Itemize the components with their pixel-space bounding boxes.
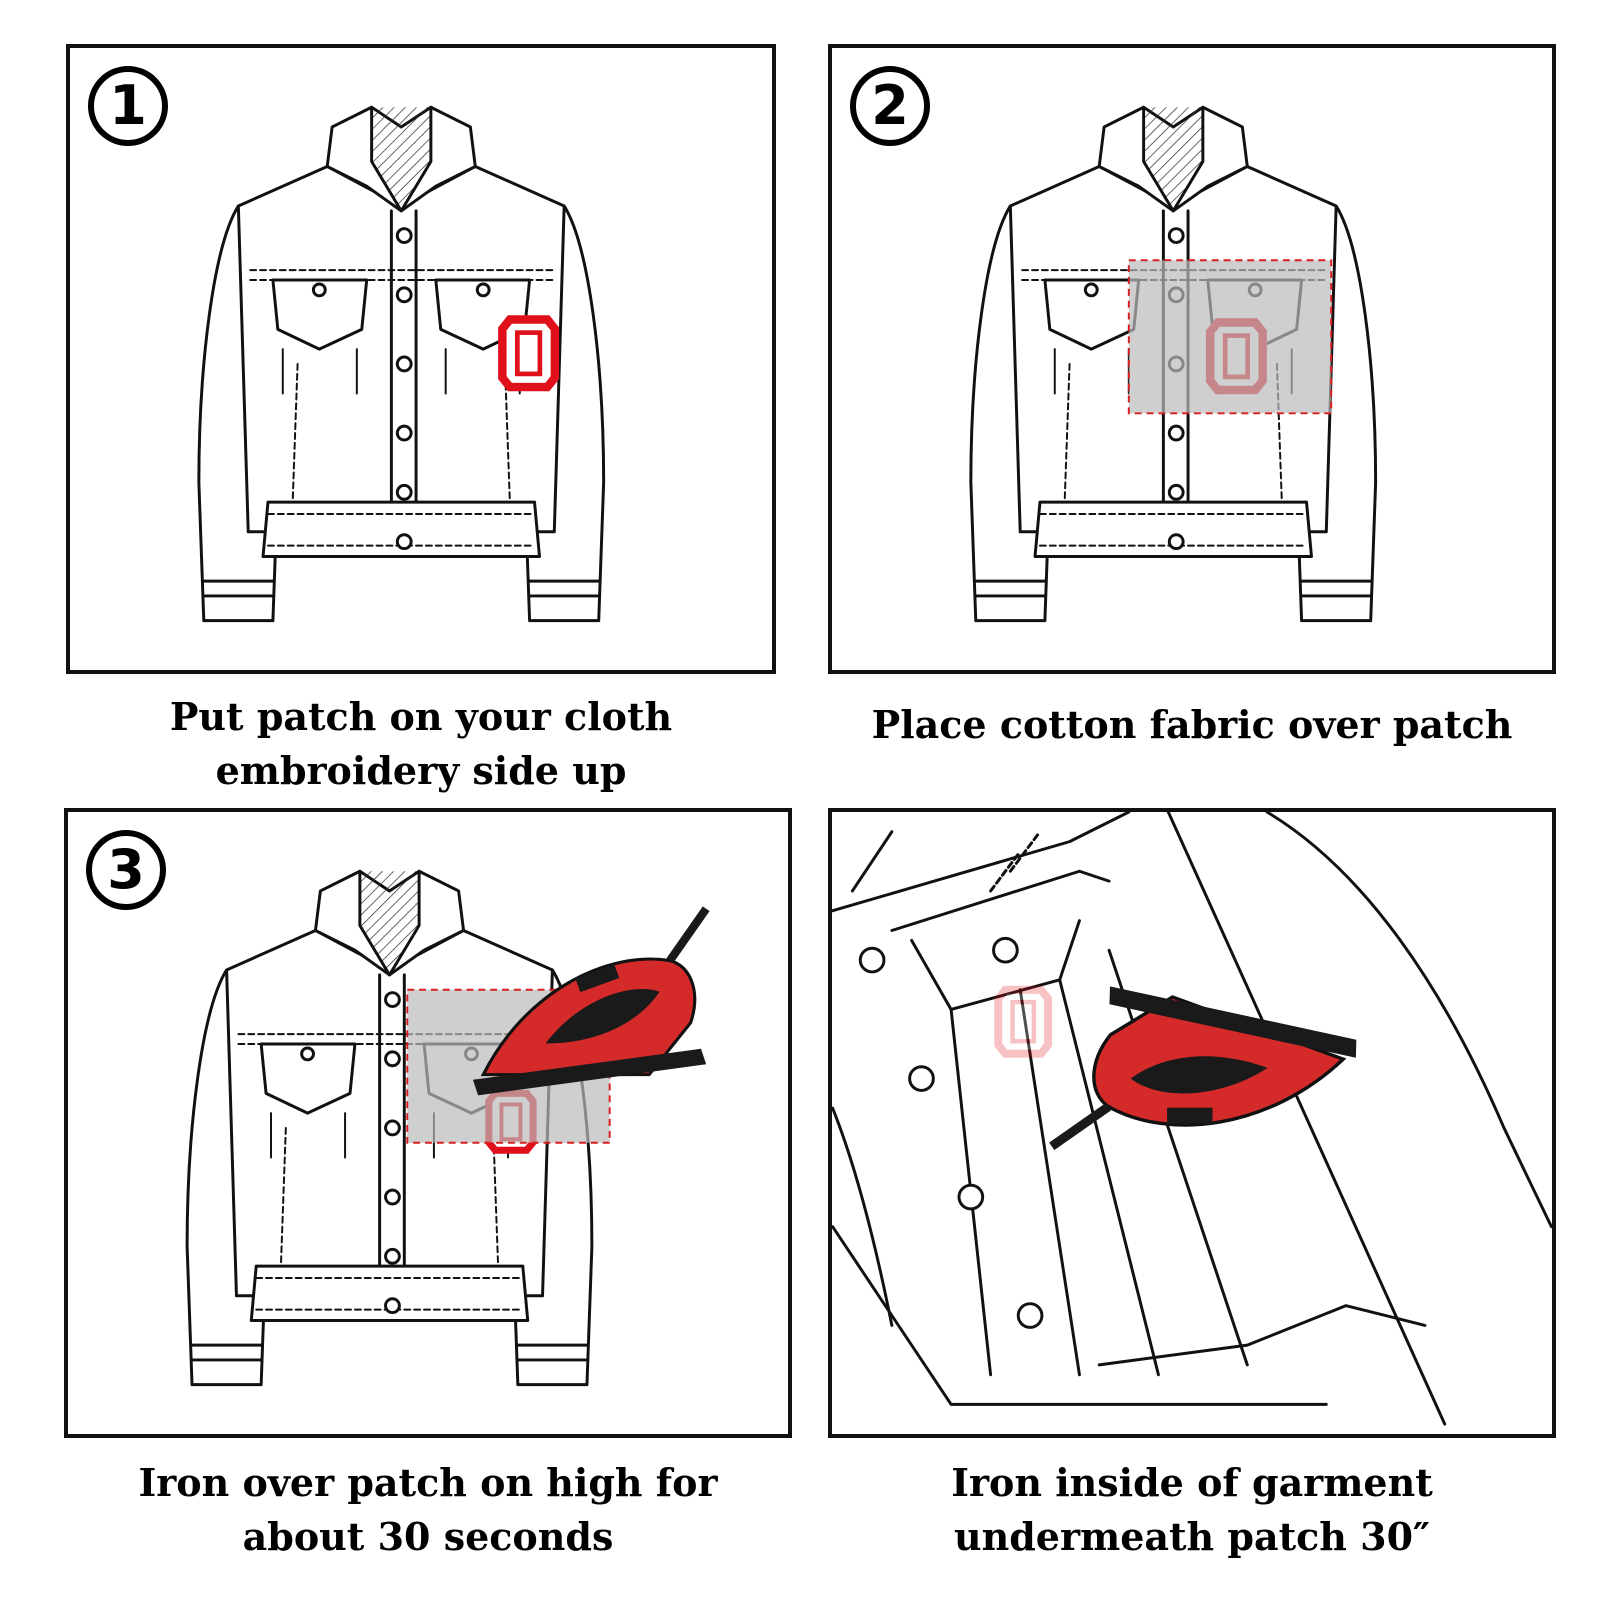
patch-o-icon [502, 320, 555, 388]
step-3-caption: Iron over patch on high for about 30 sec… [138, 1460, 718, 1559]
iron-icon [1052, 954, 1362, 1233]
step-2-caption: Place cotton fabric over patch [871, 702, 1513, 747]
step-number-badge: 2 [850, 66, 930, 146]
step-2-panel: 2 [828, 44, 1556, 674]
step-4-panel [828, 808, 1556, 1438]
step-1-panel: 1 [66, 44, 776, 674]
jacket-illustration [197, 105, 606, 623]
step-3-panel: 3 [64, 808, 792, 1438]
step-number-badge: 1 [88, 66, 168, 146]
jacket-illustration [185, 869, 788, 1387]
step-4-caption: Iron inside of garment undermeath patch … [951, 1460, 1433, 1559]
jacket-illustration [969, 105, 1378, 623]
cotton-fabric-overlay [1127, 259, 1333, 415]
step-1-caption: Put patch on your cloth embroidery side … [169, 694, 673, 793]
jacket-closeup-illustration [832, 812, 1552, 1426]
step-number-badge: 3 [86, 830, 166, 910]
